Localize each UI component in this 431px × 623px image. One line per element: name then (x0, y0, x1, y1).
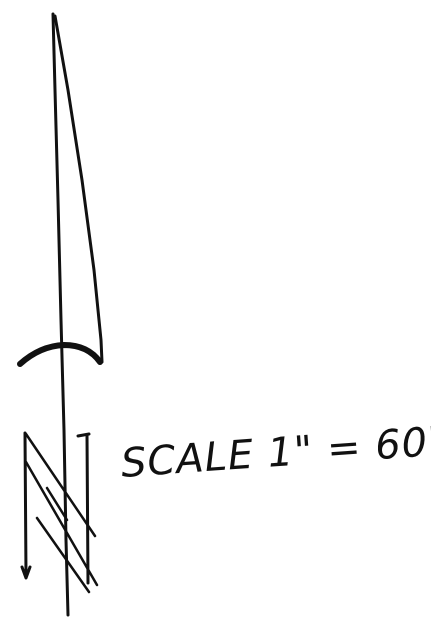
scale-label: SCALE 1" = 60' (119, 419, 431, 487)
hatch-diagonal-3 (35, 516, 91, 594)
hatch-left-edge (23, 431, 28, 577)
hatch-right-tick (76, 432, 91, 438)
hatch-diagonal-1 (24, 432, 97, 538)
north-arrow-head-edge (53, 14, 104, 364)
hatch-diagonal-4 (45, 486, 69, 522)
hatch-left-tip (20, 565, 32, 580)
hatch-right-edge (85, 433, 90, 585)
north-arrow-shaft (51, 12, 70, 617)
north-arrow (17, 12, 104, 617)
section-hatch-symbol (20, 431, 99, 594)
hatch-diagonal-2 (24, 460, 99, 587)
north-arrow-base-arc (17, 342, 103, 367)
